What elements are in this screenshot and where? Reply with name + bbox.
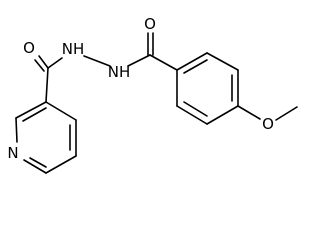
bond-carbonyl-pyridine: [45, 67, 49, 103]
pyridine-double-3: [22, 107, 47, 122]
atom-nh-left: NH: [62, 40, 85, 58]
bond-ring-o: [237, 105, 261, 120]
bond-nh-carbonyl-right: [127, 54, 151, 67]
molecule-diagram: O O NH NH N O: [7, 15, 298, 174]
benzene-bond-4: [206, 105, 239, 125]
benzene-double-3: [183, 101, 208, 117]
pyridine-bond-3: [45, 155, 77, 174]
bond-carbonyl-nh-left: [47, 57, 63, 69]
benzene-bond-1: [176, 52, 208, 71]
benzene-bond-2: [206, 52, 239, 71]
pyridine-bond-4: [23, 159, 47, 174]
benzene-double-1: [183, 59, 208, 74]
bond-carbonyl-ring: [149, 54, 178, 71]
pyridine-bond-6: [15, 101, 47, 119]
pyridine-double-2: [29, 157, 47, 168]
bond-nh-nh: [83, 55, 111, 67]
atom-o-carbonyl-left: O: [23, 39, 35, 57]
atom-o-methoxy: O: [262, 115, 274, 133]
atom-o-carbonyl-right: O: [144, 15, 156, 33]
molecule-structure: O O NH NH N O: [7, 15, 298, 174]
pyridine-bond-1: [45, 101, 77, 121]
bond-left-carbonyl-a: [38, 55, 49, 69]
bond-left-carbonyl-b: [34, 59, 45, 72]
atom-nh-right: NH: [108, 63, 131, 81]
bond-o-methyl: [275, 106, 298, 121]
benzene-bond-5: [176, 105, 208, 125]
pyridine-bond-5: [15, 117, 18, 143]
atom-n-pyridine: N: [7, 144, 18, 162]
